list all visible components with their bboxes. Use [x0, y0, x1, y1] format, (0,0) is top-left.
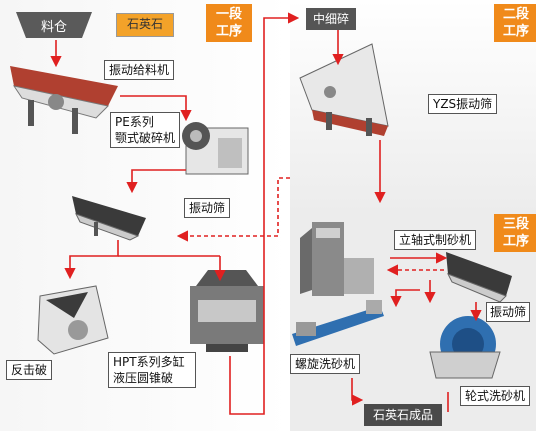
feeder-illustration: [10, 66, 118, 134]
mid-crush-box: 中细碎: [306, 8, 356, 30]
stage2-line1: 二段: [502, 7, 529, 22]
wheel-washer-label: 轮式洗砂机: [460, 386, 531, 406]
vsi-label: 立轴式制砂机: [394, 230, 477, 250]
screen1-illustration: [72, 196, 146, 241]
screen1-label: 振动筛: [184, 198, 231, 218]
stage2-line2: 工序: [502, 24, 529, 39]
quartz-input: 石英石: [116, 13, 174, 37]
vsi-illustration: [300, 222, 374, 296]
jaw-crusher-label: PE系列 颚式破碎机: [110, 112, 180, 148]
jaw-crusher-illustration: [182, 122, 249, 175]
stage3-badge: 三段 工序: [494, 214, 536, 252]
stage1-line2: 工序: [215, 24, 242, 39]
jaw-crusher-name: 颚式破碎机: [115, 131, 176, 145]
stage3-line2: 工序: [502, 234, 529, 249]
feeder-label: 振动给料机: [104, 60, 175, 80]
stage2-badge: 二段 工序: [494, 4, 536, 42]
spiral-washer-illustration: [292, 300, 384, 346]
wheel-washer-illustration: [429, 316, 501, 379]
impact-crusher-illustration: [37, 285, 109, 355]
yzs-screen-label: YZS振动筛: [428, 94, 498, 114]
cone-crusher-illustration: [190, 270, 264, 352]
screen3-label: 振动筛: [486, 302, 531, 322]
impact-crusher-label: 反击破: [6, 360, 53, 380]
spiral-washer-label: 螺旋洗砂机: [290, 354, 361, 374]
hopper: 料仓: [16, 12, 92, 38]
hopper-shape: [16, 12, 92, 38]
cone-crusher-label: HPT系列多缸 液压圆锥破: [108, 352, 196, 388]
hopper-label: 料仓: [40, 20, 67, 35]
product-box: 石英石成品: [364, 404, 442, 426]
stage1-badge: 一段 工序: [206, 4, 252, 42]
yzs-screen-illustration: [299, 43, 389, 136]
cone-crusher-name: 液压圆锥破: [113, 371, 174, 385]
jaw-crusher-series: PE系列: [115, 115, 154, 129]
stage3-line1: 三段: [502, 217, 529, 232]
cone-crusher-series: HPT系列多缸: [113, 355, 185, 369]
stage1-line1: 一段: [215, 7, 242, 22]
